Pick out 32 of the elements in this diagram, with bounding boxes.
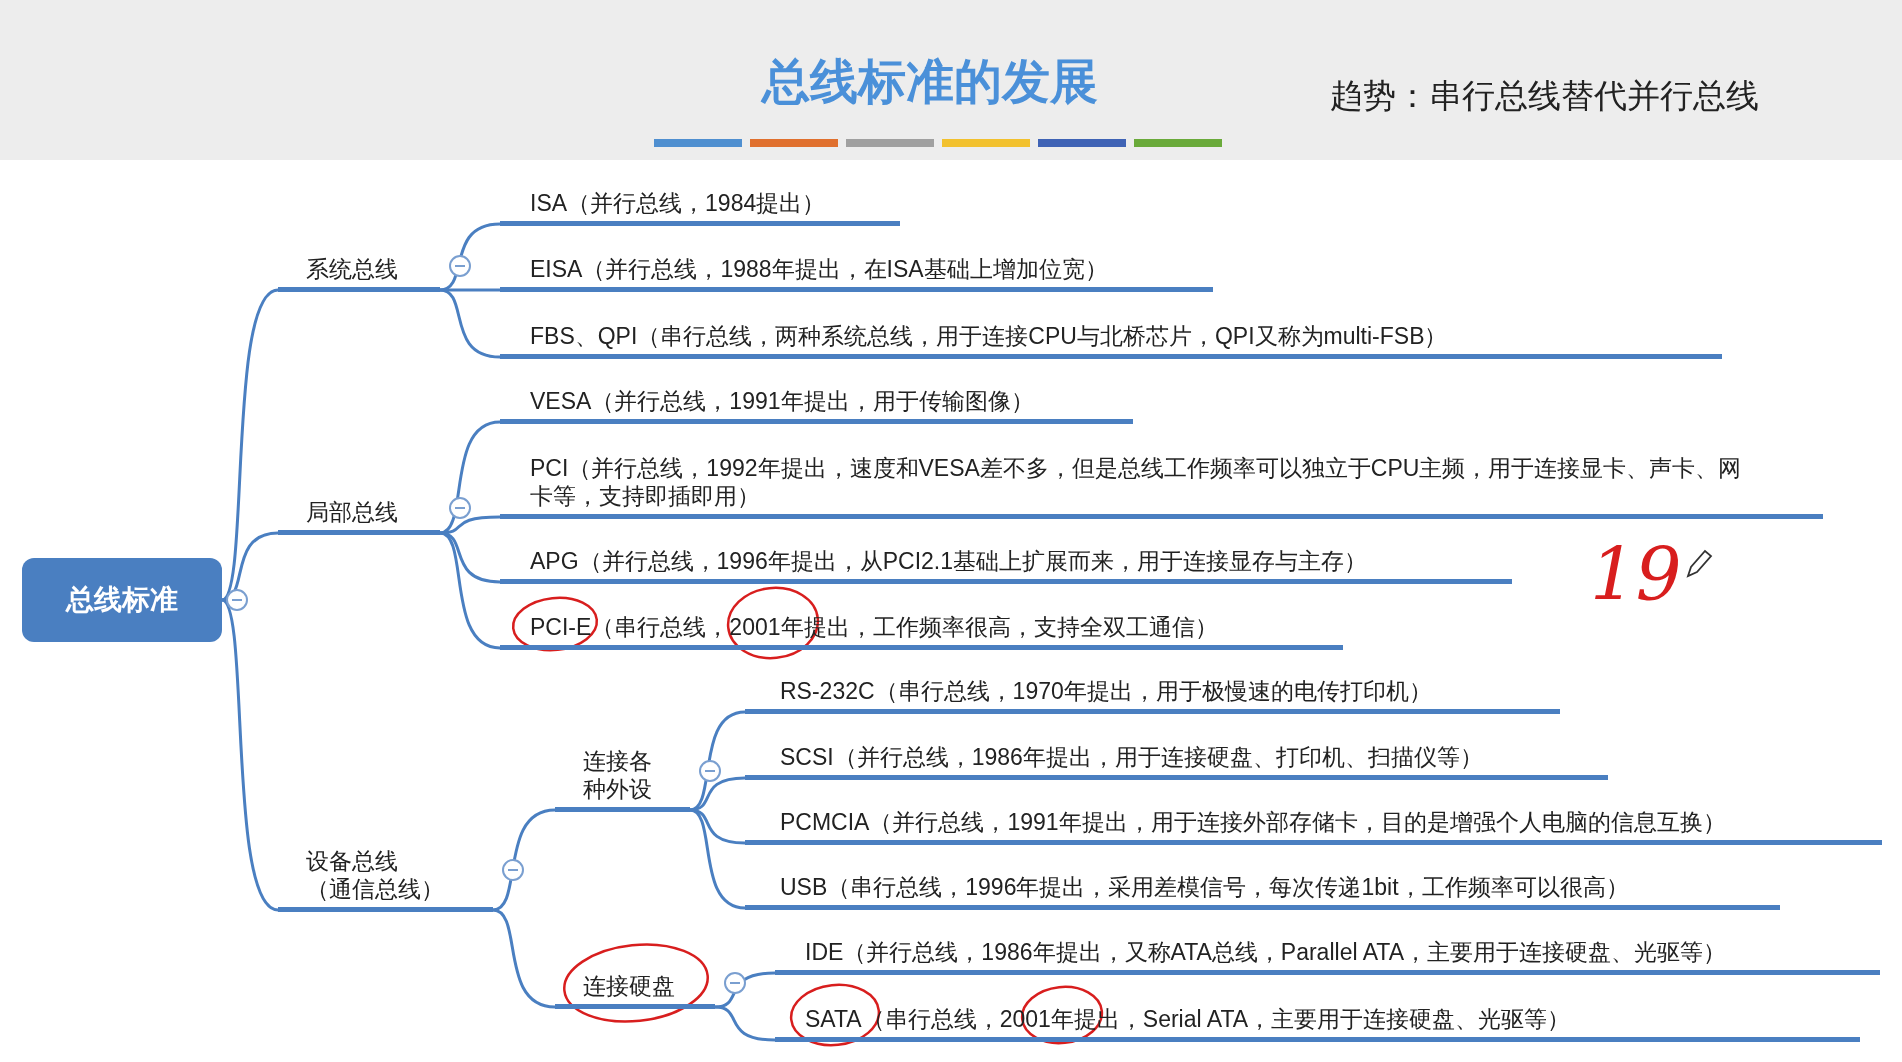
topic-label: VESA（并行总线，1991年提出，用于传输图像）	[500, 384, 1133, 424]
topic-label: 连接硬盘	[555, 969, 715, 1009]
topic-label: FBS、QPI（串行总线，两种系统总线，用于连接CPU与北桥芯片，QPI又称为multi-FSB）	[500, 319, 1722, 359]
note-text: 趋势：串行总线替代并行总线	[1330, 76, 1760, 116]
branch-line	[439, 531, 501, 650]
branch-line	[492, 808, 556, 912]
topic-label: PCI（并行总线，1992年提出，速度和VESA差不多，但是总线工作频率可以独立于CPU主频，用于连接显卡、声卡、网卡等，支持即插即用）	[500, 449, 1823, 519]
branch-line	[221, 531, 279, 602]
topic-label: 局部总线	[278, 495, 440, 535]
topic-label: RS-232C（串行总线，1970年提出，用于极慢速的电传打印机）	[745, 674, 1560, 714]
branch-line	[220, 598, 279, 912]
branch-line	[689, 776, 746, 812]
root-box: 总线标准	[22, 558, 222, 642]
topic-label: SCSI（并行总线，1986年提出，用于连接硬盘、打印机、扫描仪等）	[745, 740, 1608, 780]
branch-line	[439, 288, 501, 359]
topic-label: 系统总线	[278, 252, 440, 292]
branch-line	[492, 908, 556, 1009]
branch-line	[439, 222, 501, 292]
branch-line	[714, 1005, 776, 1042]
branch-line	[439, 515, 501, 535]
topic-label: USB（串行总线，1996年提出，采用差模信号，每次传递1bit，工作频率可以很高）	[745, 870, 1780, 910]
topic-label: PCMCIA（并行总线，1991年提出，用于连接外部存储卡，目的是增强个人电脑的信息互换）	[745, 805, 1882, 845]
topic-label: IDE（并行总线，1986年提出，又称ATA总线，Parallel ATA，主要用于连接硬盘、光驱等）	[775, 935, 1880, 975]
topic-label: APG（并行总线，1996年提出，从PCI2.1基础上扩展而来，用于连接显存与主存）	[500, 544, 1512, 584]
topic-label: EISA（并行总线，1988年提出，在ISA基础上增加位宽）	[500, 252, 1213, 292]
branch-line	[689, 808, 746, 910]
title: 总线标准的发展	[759, 54, 1099, 110]
topic-label: 设备总线（通信总线）	[278, 842, 493, 912]
branch-line	[714, 971, 776, 1009]
topic-label: 连接各种外设	[555, 742, 690, 812]
topic-label: ISA（并行总线，1984提出）	[500, 186, 900, 226]
handwritten-number: 19	[1590, 535, 1682, 615]
